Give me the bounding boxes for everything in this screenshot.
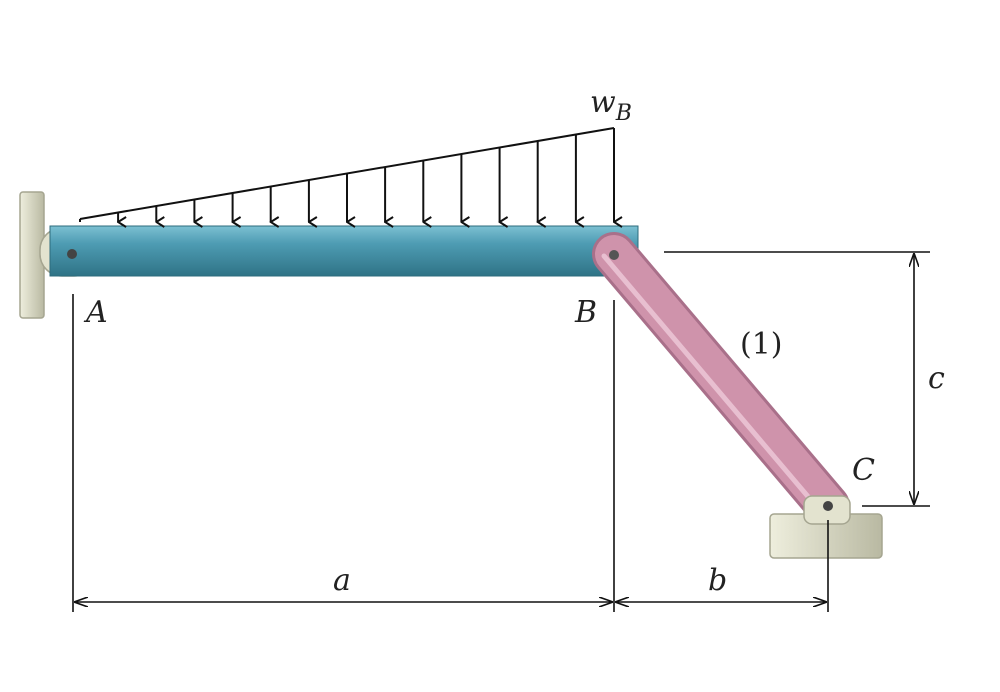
point-c-label: C xyxy=(852,453,875,488)
point-b-label: B xyxy=(574,295,597,330)
load-label-subscript: B xyxy=(615,101,632,126)
point-a-label: A xyxy=(83,295,108,330)
distributed-load xyxy=(79,127,614,222)
member-label: (1) xyxy=(740,327,783,362)
dimension-lines xyxy=(72,251,930,612)
pin-c xyxy=(823,501,833,511)
pin-b xyxy=(609,250,619,260)
beam-ab xyxy=(49,225,639,277)
dim-a-label: a xyxy=(333,563,351,598)
dim-b-label: b xyxy=(708,563,727,598)
link-member-1 xyxy=(592,232,850,528)
pin-a xyxy=(67,249,77,259)
dim-c-label: c xyxy=(928,361,945,396)
load-label: wB xyxy=(590,85,632,126)
